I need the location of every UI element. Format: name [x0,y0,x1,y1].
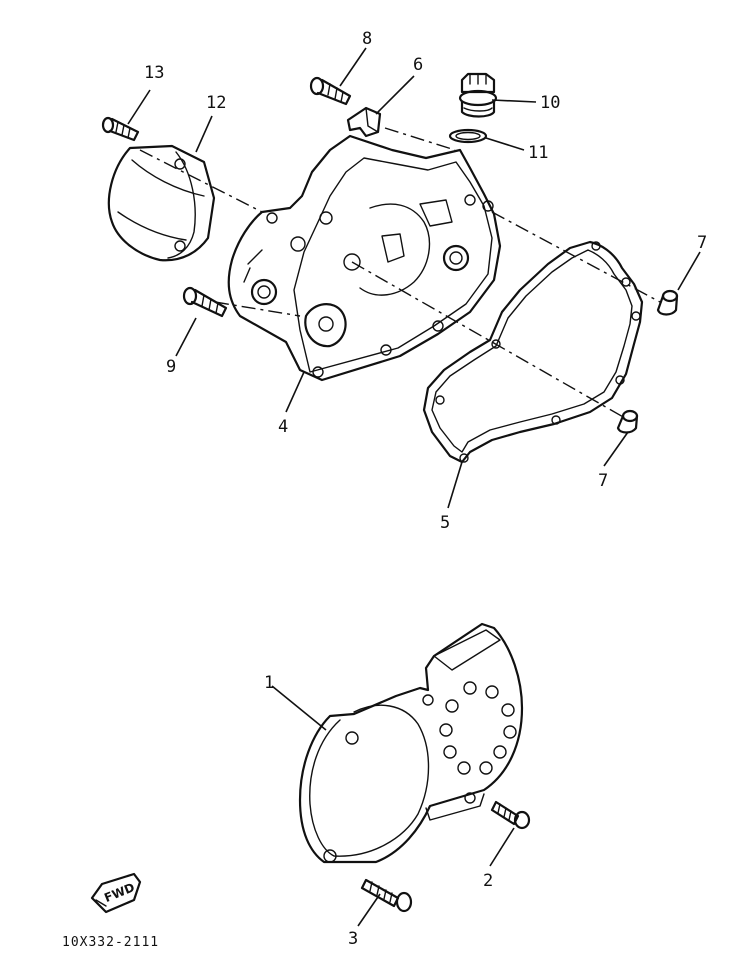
part-11-o-ring [448,128,488,144]
leader-lines [127,47,701,927]
part-8-bolt [309,76,352,106]
callout-13: 13 [144,63,164,83]
callout-10: 10 [540,93,560,113]
callout-8: 8 [362,29,372,49]
callout-12: 12 [206,93,226,113]
part-4-crankcase-cover [227,134,502,382]
callout-4: 4 [278,417,288,437]
callout-7-upper: 7 [697,233,707,253]
callout-11: 11 [528,143,548,163]
part-13-bolt [101,116,140,142]
callout-9: 9 [166,357,176,377]
part-9-bolt [182,286,228,318]
callout-numbers: 13 12 8 6 10 11 7 7 9 4 5 1 2 3 [144,29,707,949]
part-12-cover-shield [107,144,216,262]
alignment-lines [139,127,661,419]
callout-6: 6 [413,55,423,75]
callout-7-lower: 7 [598,471,608,491]
callout-3: 3 [348,929,358,949]
forward-direction-arrow: FWD [90,872,142,914]
part-5-gasket [422,240,644,464]
part-10-filler-plug [458,72,498,118]
part-3-bolt [360,878,413,913]
part-7-dowel-pin-upper [656,289,679,316]
callout-5: 5 [440,513,450,533]
callout-1: 1 [264,673,274,693]
part-1-engine-cover [298,622,524,864]
cover-vent-holes [439,681,517,775]
part-7-dowel-pin-lower [616,409,639,434]
callout-2: 2 [483,871,493,891]
part-2-bolt [490,800,531,830]
diagram-code: 10X332-2111 [62,935,159,950]
part-6-bracket [346,106,382,138]
